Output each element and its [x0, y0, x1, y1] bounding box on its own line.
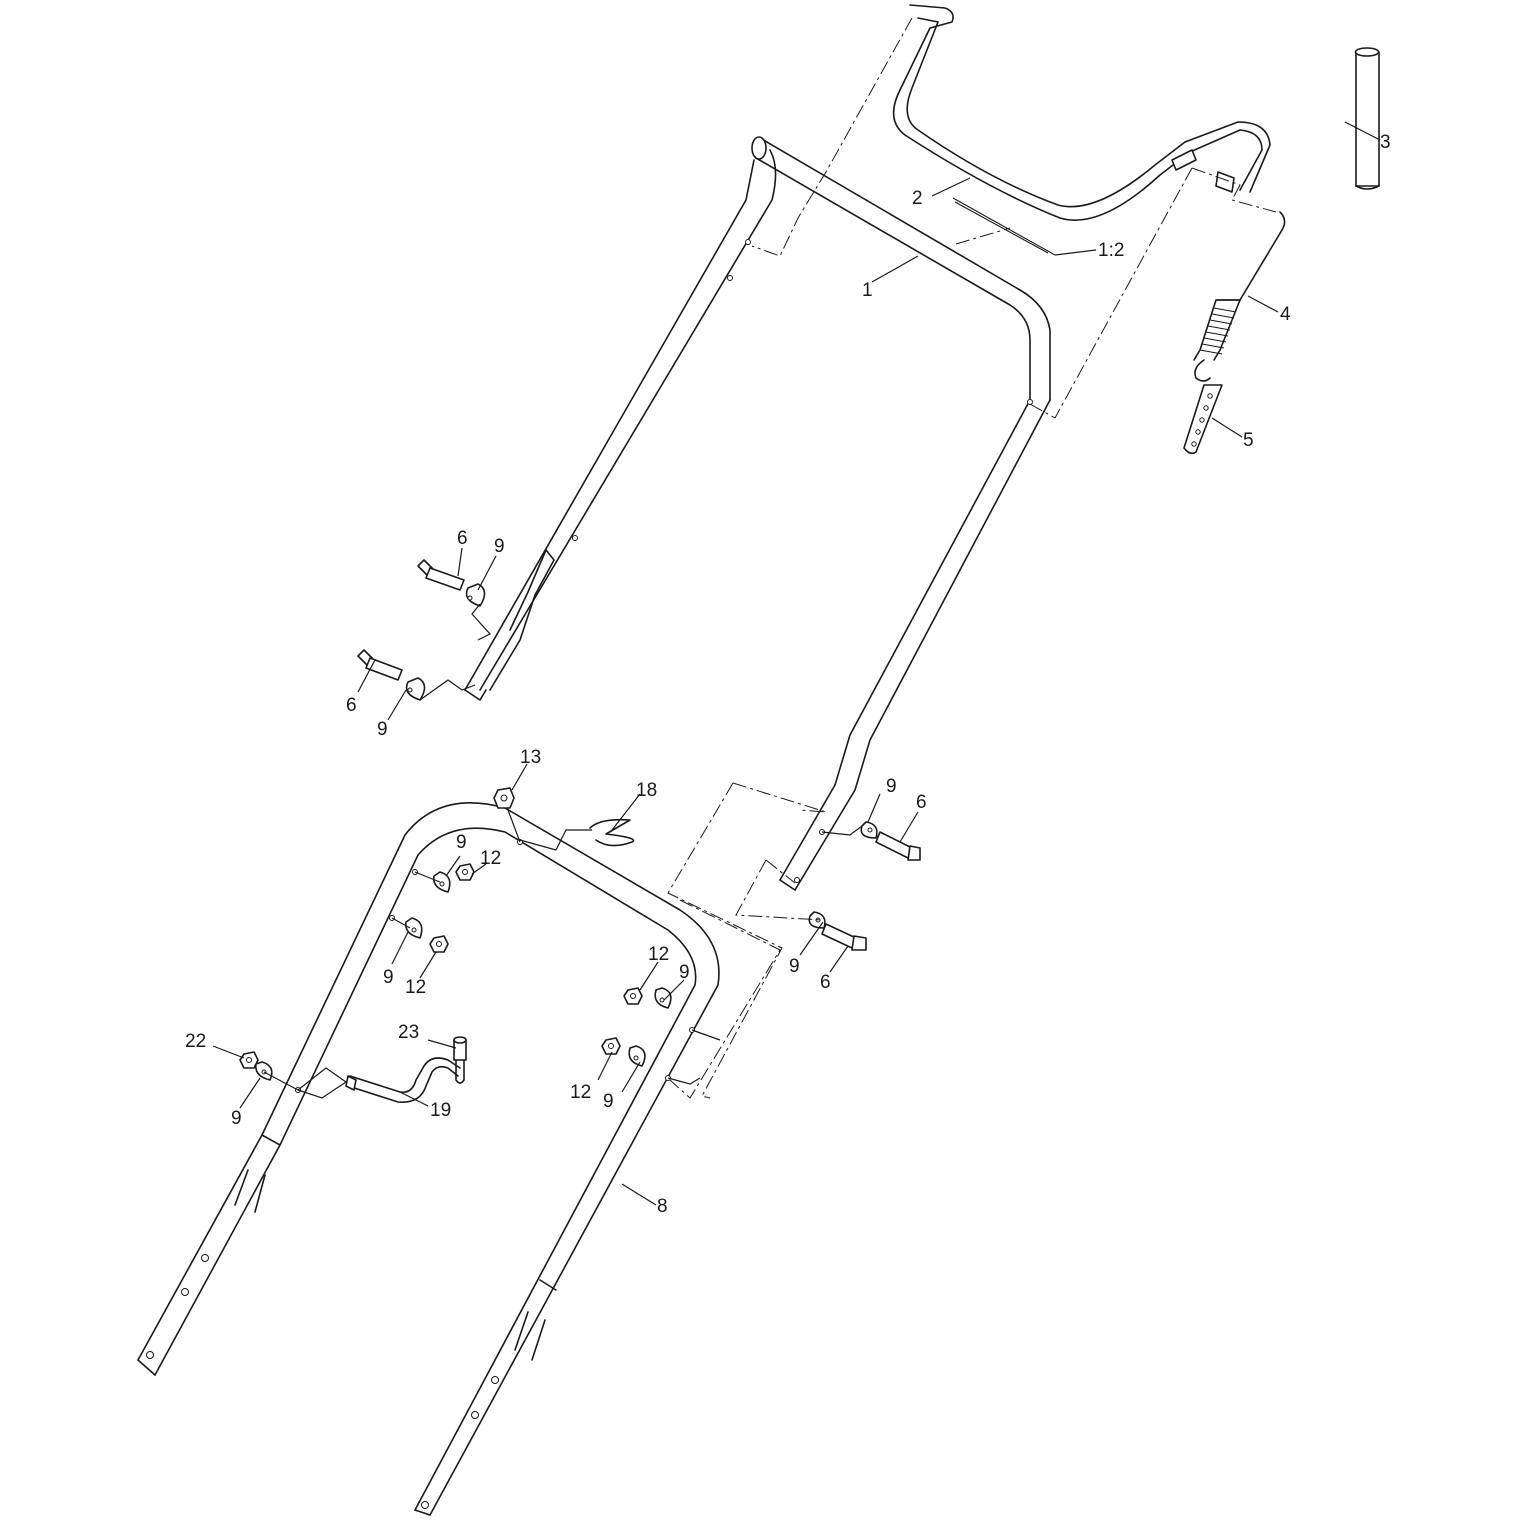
- washer-b: [405, 677, 426, 701]
- washer-h: [628, 1045, 646, 1067]
- callout-9: 9: [886, 776, 897, 797]
- callout-9: 9: [377, 719, 388, 740]
- washer-g: [654, 987, 672, 1009]
- callout-6: 6: [346, 695, 357, 716]
- callout-1: 1: [862, 280, 873, 301]
- callout-13: 13: [520, 747, 541, 768]
- nut-a: [455, 863, 475, 881]
- callout-9: 9: [679, 962, 690, 983]
- nut-c: [623, 987, 643, 1005]
- bolt-lower-left: [357, 649, 403, 681]
- cable-clip: [589, 818, 635, 847]
- callout-9: 9: [456, 832, 467, 853]
- callout-4: 4: [1280, 304, 1291, 325]
- nut-13: [493, 787, 515, 809]
- callout-9: 9: [231, 1108, 242, 1129]
- callout-6: 6: [457, 528, 468, 549]
- callout-6: 6: [916, 792, 927, 813]
- crank-rod: [345, 1057, 461, 1103]
- callout-12: 12: [648, 944, 669, 965]
- nut-22: [239, 1051, 259, 1069]
- callout-leaders: [212, 121, 1381, 1206]
- bolt-right-lower: [821, 923, 867, 951]
- callout-9: 9: [494, 536, 505, 557]
- callout-2: 2: [912, 188, 923, 209]
- callout-labels: 1 1:2 2 3 4 5 6 9 6 9 9 6 9 6 13 18 9 12…: [185, 132, 1391, 1217]
- nut-d: [601, 1037, 621, 1055]
- washer-c: [860, 821, 878, 839]
- callout-9: 9: [383, 967, 394, 988]
- adjustment-bracket: [1183, 384, 1223, 455]
- callout-8: 8: [657, 1196, 668, 1217]
- control-cable: [1193, 211, 1286, 382]
- bolt-upper-left: [417, 559, 465, 591]
- upper-handle: [464, 136, 1051, 891]
- handle-grip: [1354, 47, 1380, 190]
- callout-12: 12: [405, 977, 426, 998]
- decal: [952, 197, 1056, 256]
- washer-f: [404, 917, 423, 939]
- callout-23: 23: [398, 1022, 419, 1043]
- callout-12: 12: [480, 848, 501, 869]
- washer-i: [254, 1061, 273, 1081]
- washer-a: [465, 583, 486, 607]
- callout-19: 19: [430, 1100, 451, 1121]
- callout-6: 6: [820, 972, 831, 993]
- pin: [453, 1036, 467, 1084]
- callout-5: 5: [1243, 430, 1254, 451]
- bolt-right-upper: [875, 831, 921, 861]
- assembly-lines: [263, 17, 1277, 1099]
- nut-b: [429, 935, 449, 953]
- callout-9: 9: [789, 956, 800, 977]
- callout-1-2: 1:2: [1098, 240, 1124, 261]
- callout-12: 12: [570, 1082, 591, 1103]
- callout-22: 22: [185, 1031, 206, 1052]
- bail-bar: [892, 4, 1271, 221]
- callout-9: 9: [603, 1091, 614, 1112]
- lower-handle: [137, 802, 720, 1516]
- callout-3: 3: [1380, 132, 1391, 153]
- callout-18: 18: [636, 780, 657, 801]
